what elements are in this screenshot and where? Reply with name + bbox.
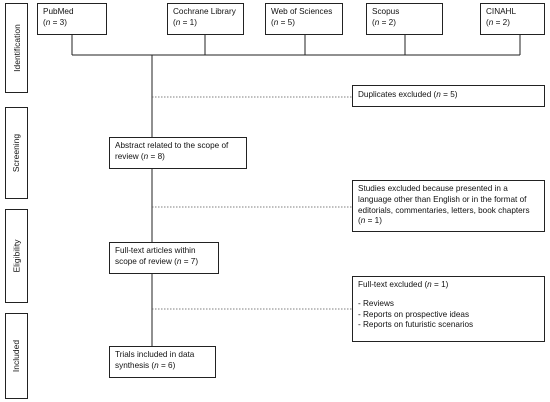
source-name: CINAHL <box>486 7 517 16</box>
language-excluded-box: Studies excluded because presented in a … <box>352 180 545 232</box>
reason-item: Reports on prospective ideas <box>358 310 539 321</box>
stage-identification-label: Identification <box>11 24 22 72</box>
stage-identification: Identification <box>5 3 28 93</box>
fulltext-excluded-box: Full-text excluded (n = 1) Reviews Repor… <box>352 276 545 342</box>
stage-included-label: Included <box>11 339 22 373</box>
source-count: (n = 3) <box>43 17 67 27</box>
exclusion-reasons-list: Reviews Reports on prospective ideas Rep… <box>358 299 539 331</box>
reason-item: Reports on futuristic scenarios <box>358 320 539 331</box>
source-cochrane-library: Cochrane Library (n = 1) <box>167 3 244 35</box>
stage-included: Included <box>5 313 28 399</box>
source-cinahl: CINAHL (n = 2) <box>480 3 545 35</box>
source-pubmed: PubMed (n = 3) <box>37 3 107 35</box>
source-count: (n = 1) <box>173 17 197 27</box>
source-name: Cochrane Library <box>173 7 236 16</box>
fulltext-articles-box: Full-text articles within scope of revie… <box>109 242 219 274</box>
source-scopus: Scopus (n = 2) <box>366 3 443 35</box>
stage-screening: Screening <box>5 107 28 199</box>
duplicates-excluded-box: Duplicates excluded (n = 5) <box>352 85 545 107</box>
stage-eligibility: Eligibility <box>5 209 28 303</box>
abstract-screened-box: Abstract related to the scope of review … <box>109 137 247 169</box>
source-name: Scopus <box>372 7 400 16</box>
source-name: PubMed <box>43 7 74 16</box>
stage-eligibility-label: Eligibility <box>11 239 22 273</box>
fulltext-excluded-title: Full-text excluded (n = 1) <box>358 280 449 289</box>
source-count: (n = 2) <box>372 17 396 27</box>
reason-item: Reviews <box>358 299 539 310</box>
source-count: (n = 2) <box>486 17 510 27</box>
source-web-of-sciences: Web of Sciences (n = 5) <box>265 3 343 35</box>
trials-included-box: Trials included in data synthesis (n = 6… <box>109 346 216 378</box>
source-count: (n = 5) <box>271 17 295 27</box>
stage-screening-label: Screening <box>11 133 22 173</box>
source-name: Web of Sciences <box>271 7 333 16</box>
